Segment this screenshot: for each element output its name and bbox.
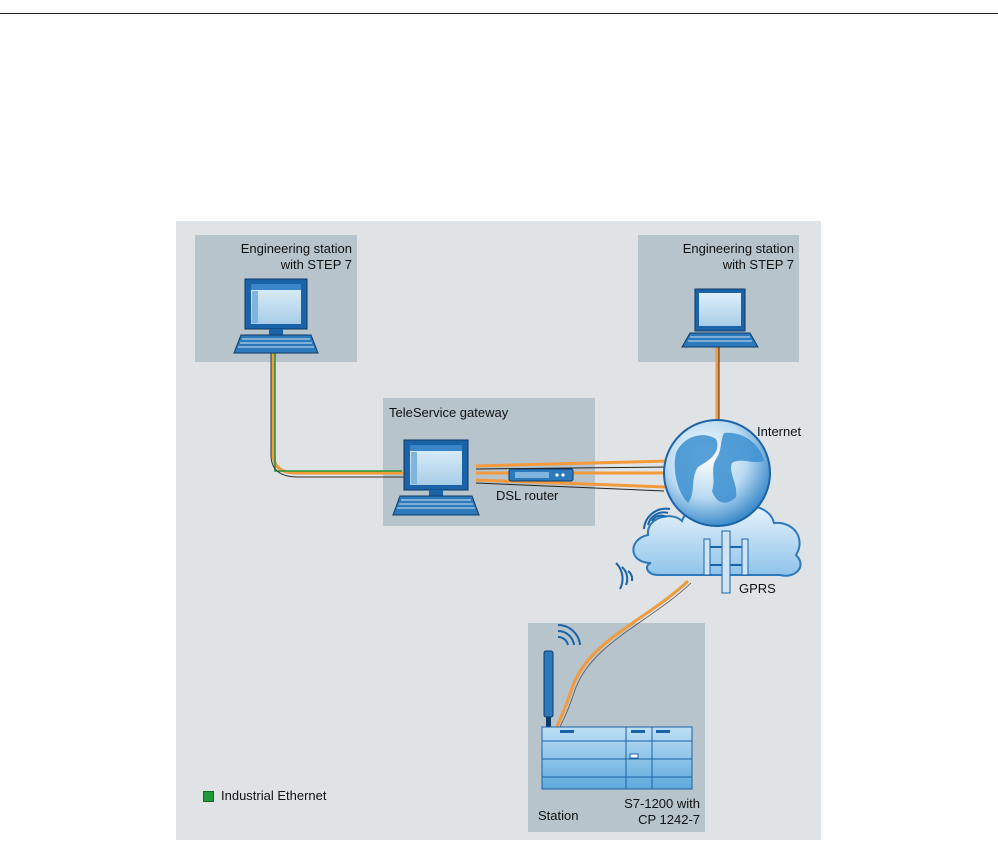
diagram-artwork: [233, 278, 802, 790]
desktop-computer-icon: [233, 278, 319, 354]
plc-icon: [541, 726, 693, 790]
gateway-title: TeleService gateway: [389, 405, 509, 420]
gprs-label: GPRS: [739, 581, 776, 596]
network-diagram: Engineering station with STEP 7 Engineer…: [176, 221, 821, 840]
station-device-label: S7-1200 with CP 1242-7: [590, 796, 700, 828]
station-device-label-line1: S7-1200 with: [624, 796, 700, 811]
globe-icon: [663, 419, 771, 527]
gateway-computer-icon: [392, 439, 480, 516]
right-station-label-line2: with STEP 7: [722, 257, 794, 272]
legend-industrial-ethernet-label: Industrial Ethernet: [221, 788, 327, 803]
cable-gprs-station: [554, 579, 692, 734]
left-station-label-line1: Engineering station: [240, 241, 352, 256]
wireless-signal-icon: [643, 507, 671, 530]
gprs-antenna-icon: [703, 530, 749, 594]
antenna-icon: [543, 650, 554, 727]
wireless-signal-icon-2: [615, 562, 634, 590]
station-device-label-line2: CP 1242-7: [638, 812, 700, 827]
cable-right-station: [715, 347, 720, 426]
internet-label: Internet: [757, 424, 802, 439]
station-label: Station: [538, 808, 579, 823]
right-station-label-line1: Engineering station: [682, 241, 794, 256]
dsl-router-icon: [508, 468, 574, 482]
laptop-icon: [681, 288, 759, 348]
left-station-label-line2: with STEP 7: [280, 257, 352, 272]
cable-left-station: [270, 351, 404, 478]
left-station-label: Engineering station with STEP 7: [196, 241, 352, 273]
legend-industrial-ethernet-swatch: [203, 791, 214, 802]
top-rule: [0, 13, 998, 14]
wireless-signal-icon-3: [557, 623, 581, 646]
dsl-router-label: DSL router: [496, 488, 559, 503]
right-station-label: Engineering station with STEP 7: [638, 241, 794, 273]
